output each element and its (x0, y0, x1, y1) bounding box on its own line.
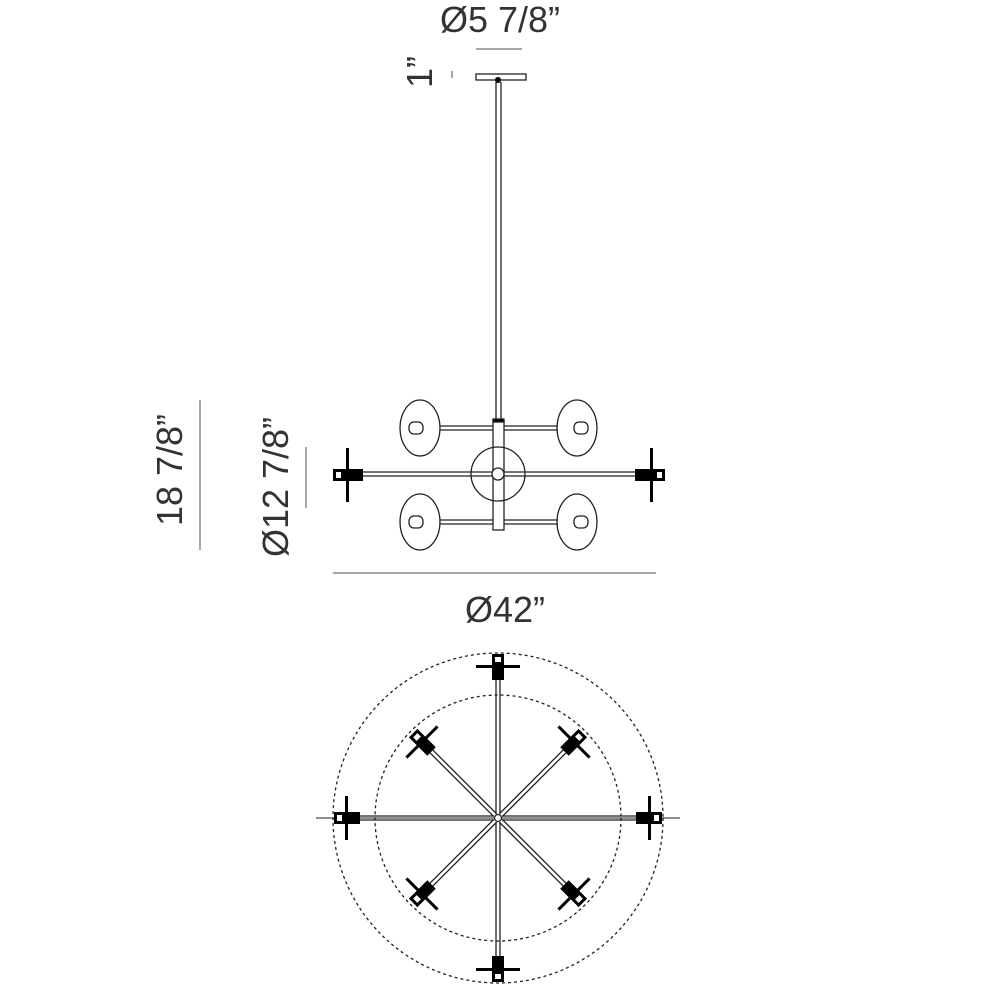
bottom-hub (493, 813, 503, 823)
overall-diameter-label: Ø42” (465, 589, 545, 630)
arm-with-socket (498, 818, 591, 911)
dimension-lines (199, 48, 656, 574)
arm-with-socket (498, 725, 591, 818)
arm-with-socket (334, 796, 494, 840)
arm-with-socket (476, 654, 520, 814)
arm-with-socket (502, 796, 662, 840)
arm-with-socket (405, 818, 498, 911)
body-cap (492, 418, 505, 423)
center-hub (491, 467, 505, 481)
canopy-diameter-label: Ø5 7/8” (440, 0, 560, 40)
arm-with-socket (405, 725, 498, 818)
side-sockets (333, 448, 665, 502)
arm-upper (440, 425, 558, 525)
side-view (333, 73, 665, 551)
arm-with-socket (476, 822, 520, 982)
center-disc (470, 446, 526, 502)
canopy-screw (494, 76, 502, 84)
canopy-height-label: 1” (399, 56, 440, 88)
overall-height-label: 18 7/8” (149, 414, 190, 526)
body-diameter-label: Ø12 7/8” (255, 417, 296, 557)
glass-shades (399, 399, 598, 551)
bottom-view (316, 652, 680, 984)
